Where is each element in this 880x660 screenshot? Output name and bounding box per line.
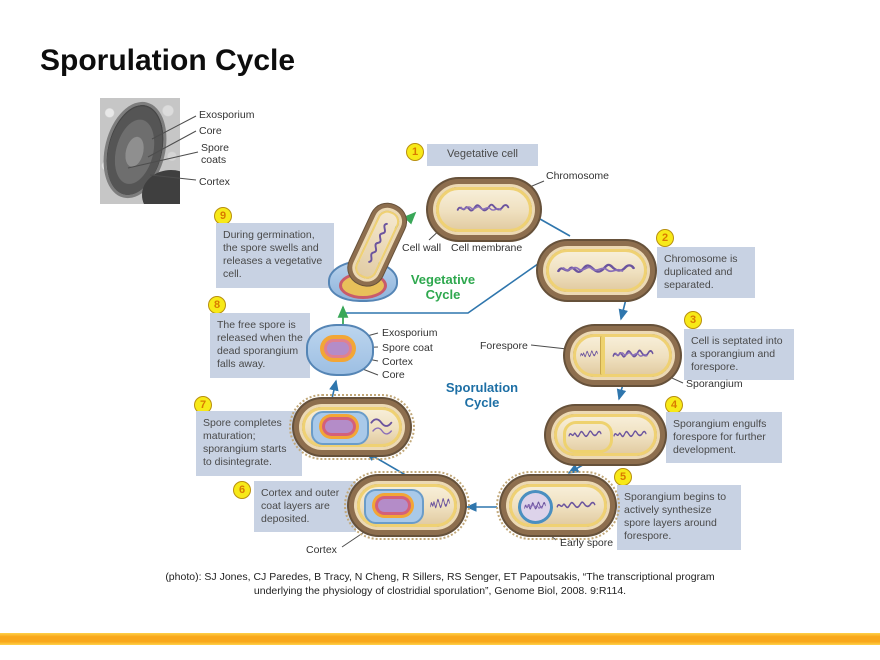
disintegrating-chromosome-icon	[370, 418, 393, 435]
step-box-2: Chromosome is duplicated and separated.	[657, 247, 755, 299]
forespore-chromosome-icon	[580, 350, 598, 358]
arrow-step3-to-step4	[616, 383, 627, 401]
chromosome-icon	[430, 498, 450, 509]
sporangium-label: Sporangium	[686, 378, 743, 390]
forespore-chromosome-icon	[524, 501, 546, 510]
cell-step4-engulfed	[554, 414, 657, 456]
spore-core-layers	[327, 342, 349, 355]
spore-core-layers	[378, 499, 408, 512]
step-box-1: Vegetative cell	[427, 144, 538, 166]
em-micrograph-photo	[100, 98, 180, 204]
arrow-step2-to-step3	[618, 298, 628, 321]
page-title: Sporulation Cycle	[40, 44, 296, 77]
step-box-8: The free spore is released when the dead…	[210, 313, 310, 378]
em-label-cortex: Cortex	[199, 176, 230, 188]
step-badge-3: 3	[684, 311, 702, 329]
spore-coat-label: Spore coat	[382, 342, 433, 354]
spore-cortex-label: Cortex	[382, 356, 413, 368]
cell-step1-vegetative	[436, 187, 532, 232]
cell-step6-coated-spore	[344, 471, 470, 540]
bottom-accent-bar	[0, 633, 880, 645]
arrow-step4-to-step5	[567, 462, 587, 474]
em-label-exosporium: Exosporium	[199, 109, 255, 121]
septum	[600, 336, 605, 375]
em-label-spore-coats: Spore coats	[201, 142, 230, 167]
cell-step7-mature-spore	[289, 394, 415, 460]
arrow-step6-to-step7	[364, 451, 422, 485]
spore-exosporium-label: Exosporium	[382, 327, 438, 339]
cortex-label: Cortex	[306, 544, 337, 556]
step-badge-8: 8	[208, 296, 226, 314]
step-box-3: Cell is septated into a sporangium and f…	[684, 329, 794, 381]
spore-core-label: Core	[382, 369, 405, 381]
free-spore	[306, 324, 374, 376]
step-badge-5: 5	[614, 468, 632, 486]
early-spore-label: Early spore	[560, 537, 614, 549]
step-box-9: During germination, the spore swells and…	[216, 223, 334, 288]
arrow-step1-to-step2	[539, 218, 571, 237]
forespore-label: Forespore	[480, 340, 528, 352]
step-box-5: Sporangium begins to actively synthesize…	[617, 485, 741, 550]
emerging-vegetative-cell	[351, 207, 403, 282]
chromosome-icon	[368, 222, 388, 263]
step-box-6: Cortex and outer coat layers are deposit…	[254, 481, 356, 533]
arrow-step7-to-step8	[329, 379, 339, 404]
chromosome-icon	[612, 349, 654, 358]
spore-core-layers	[325, 420, 353, 433]
cell-wall-label: Cell wall	[402, 242, 442, 254]
step-box-4: Sporangium engulfs forespore for further…	[666, 412, 782, 464]
sporulation-cycle-label: Sporulation Cycle	[445, 380, 519, 410]
chromosome-icon	[557, 263, 635, 273]
cell-step2-duplicated	[546, 249, 647, 292]
cell-membrane-label: Cell membrane	[451, 242, 523, 254]
leader-cell-wall	[428, 225, 445, 241]
step-badge-1: 1	[406, 143, 424, 161]
step-badge-9: 9	[214, 207, 232, 225]
chromosome-icon	[456, 203, 510, 212]
forespore-chromosome-icon	[568, 430, 602, 438]
germinating-spore	[326, 202, 403, 302]
step-badge-6: 6	[233, 481, 251, 499]
em-label-core: Core	[199, 125, 222, 137]
leader-forespore	[530, 344, 568, 350]
citation: (photo): SJ Jones, CJ Paredes, B Tracy, …	[165, 571, 715, 597]
vegetative-cycle-label: Vegetative Cycle	[410, 272, 476, 302]
chromosome-icon	[613, 430, 647, 438]
cell-step3-septated	[573, 334, 672, 377]
engulfment-membrane	[563, 421, 613, 453]
step-box-7: Spore completes maturation; sporangium s…	[196, 411, 302, 476]
early-spore-membrane	[518, 490, 553, 524]
cell-step5-early-spore	[496, 471, 620, 540]
chromosome-icon	[556, 501, 596, 509]
step-badge-2: 2	[656, 229, 674, 247]
chromosome-label: Chromosome	[546, 170, 610, 182]
step-badge-7: 7	[194, 396, 212, 414]
